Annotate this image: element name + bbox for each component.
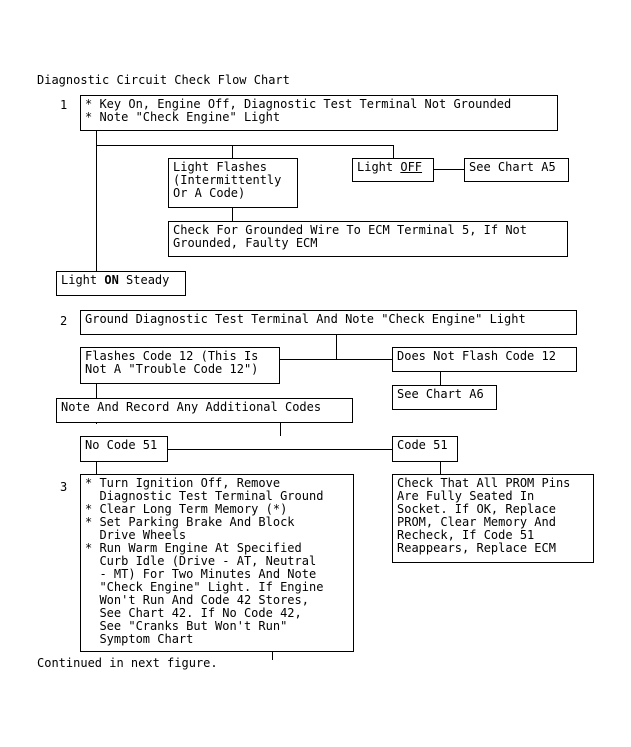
connector xyxy=(440,462,441,474)
code-51-box: Code 51 xyxy=(392,436,458,462)
connector xyxy=(96,384,97,398)
light-flashes-box: Light Flashes (Intermittently Or A Code) xyxy=(168,158,298,208)
check-grounded-wire-box: Check For Grounded Wire To ECM Terminal … xyxy=(168,221,568,257)
no-code-51-box: No Code 51 xyxy=(80,436,168,462)
connector xyxy=(232,208,233,221)
see-chart-a6-box: See Chart A6 xyxy=(392,385,497,410)
light-off-box: Light OFF xyxy=(352,158,434,182)
start-box: * Key On, Engine Off, Diagnostic Test Te… xyxy=(80,95,558,131)
does-not-flash-code-12-box: Does Not Flash Code 12 xyxy=(392,347,577,372)
connector xyxy=(280,423,281,436)
connector xyxy=(96,131,97,271)
connector xyxy=(96,423,97,424)
connector xyxy=(96,462,97,474)
step-3-actions-box: * Turn Ignition Off, Remove Diagnostic T… xyxy=(80,474,354,652)
light-on-suffix: Steady xyxy=(118,273,170,287)
connector xyxy=(440,372,441,385)
step-number-1: 1 xyxy=(60,98,68,112)
connector xyxy=(272,652,273,660)
connector xyxy=(336,335,337,359)
light-on-steady-box: Light ON Steady xyxy=(56,271,186,296)
connector xyxy=(96,145,394,146)
prom-check-box: Check That All PROM Pins Are Fully Seate… xyxy=(392,474,594,563)
note-record-codes-box: Note And Record Any Additional Codes xyxy=(56,398,353,423)
ground-terminal-box: Ground Diagnostic Test Terminal And Note… xyxy=(80,310,577,335)
connector xyxy=(393,145,394,158)
on-word: ON xyxy=(104,273,119,287)
connector xyxy=(232,145,233,158)
light-off-label: Light xyxy=(357,160,401,174)
see-chart-a5-box: See Chart A5 xyxy=(464,158,569,182)
step-number-2: 2 xyxy=(60,314,68,328)
connector xyxy=(168,449,392,450)
connector xyxy=(280,359,392,360)
chart-title: Diagnostic Circuit Check Flow Chart xyxy=(37,73,290,87)
connector xyxy=(434,169,464,170)
step-number-3: 3 xyxy=(60,480,68,494)
off-word: OFF xyxy=(400,160,423,174)
continued-note: Continued in next figure. xyxy=(37,656,218,670)
flashes-code-12-box: Flashes Code 12 (This Is Not A "Trouble … xyxy=(80,347,280,384)
light-on-prefix: Light xyxy=(61,273,105,287)
